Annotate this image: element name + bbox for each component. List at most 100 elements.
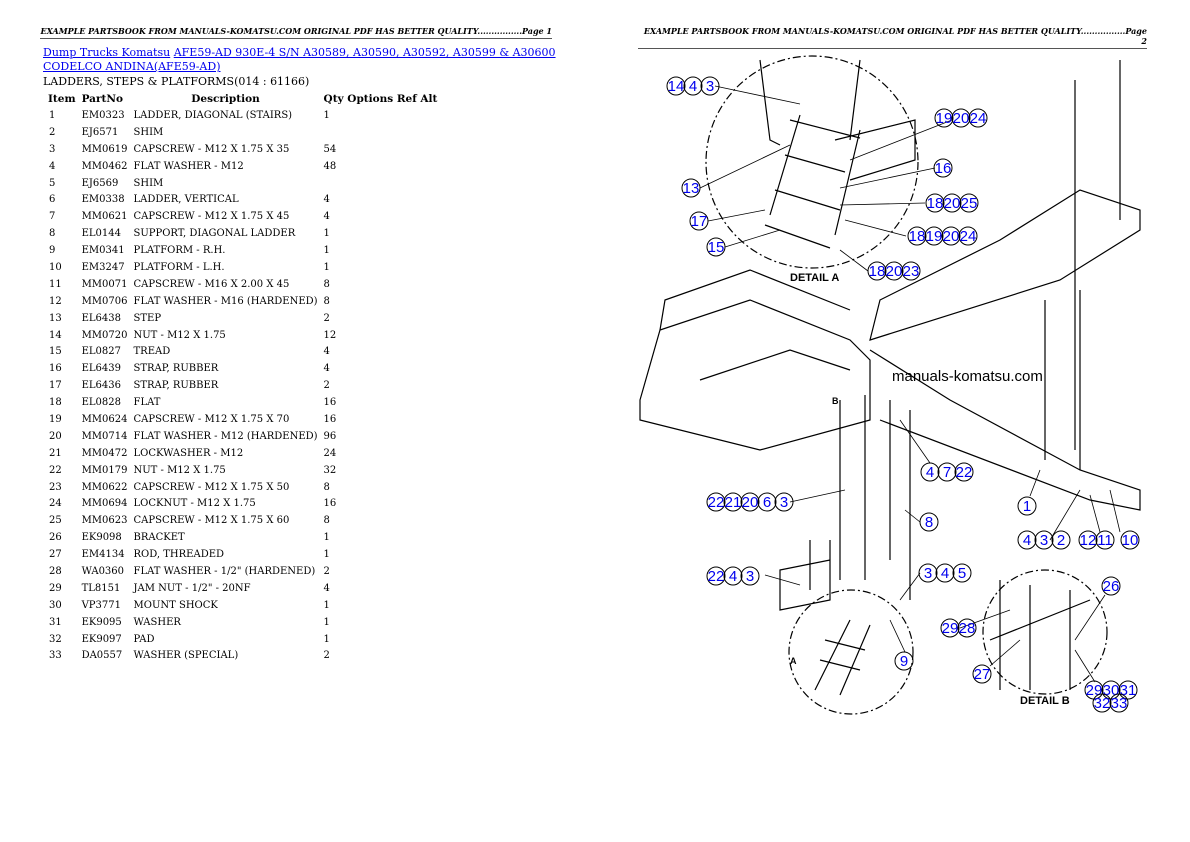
link-dump-trucks[interactable]: Dump Trucks Komatsu — [43, 46, 171, 59]
callout-circle — [706, 566, 726, 586]
callout-circle — [1092, 693, 1112, 713]
callout-circle — [683, 76, 703, 96]
callout-circle — [957, 618, 977, 638]
callout-circle — [968, 108, 988, 128]
cell-qty: 4 — [323, 582, 330, 594]
cell-item: 17 — [49, 380, 62, 392]
callout-group: 8 — [919, 512, 939, 532]
callout-circle — [867, 261, 887, 281]
detail-a-ref-circle — [788, 589, 914, 715]
callout-number: 7 — [943, 464, 951, 481]
cell-item: 29 — [49, 582, 62, 594]
cell-qty: 2 — [323, 565, 330, 577]
callout-circle — [884, 261, 904, 281]
cell-item: 22 — [49, 464, 62, 476]
cell-qty: 2 — [323, 650, 330, 662]
callout-group: 9 — [894, 651, 914, 671]
cell-description: STRAP, RUBBER — [133, 363, 219, 375]
cell-qty: 16 — [323, 413, 337, 425]
col-description: Description — [191, 92, 260, 105]
cell-description: CAPSCREW - M16 X 2.00 X 45 — [133, 278, 290, 290]
cell-description: FLAT WASHER - M12 — [133, 160, 244, 172]
callout-number: 4 — [729, 568, 737, 585]
cell-partno: MM0619 — [81, 143, 128, 155]
cell-description: SHIM — [133, 177, 164, 189]
cell-qty: 1 — [323, 532, 330, 544]
callout-group: 15 — [706, 237, 726, 257]
callout-circle — [1095, 530, 1115, 550]
cell-item: 4 — [49, 160, 56, 172]
col-partno: PartNo — [81, 92, 123, 105]
callout-circle — [920, 462, 940, 482]
callout-circle — [1109, 693, 1129, 713]
cell-item: 31 — [49, 616, 62, 628]
callout-number: 2 — [1057, 532, 1065, 549]
callout-number: 32 — [1094, 695, 1111, 712]
cell-qty: 2 — [323, 312, 330, 324]
callout-number: 3 — [1040, 532, 1048, 549]
callout-number: 13 — [683, 180, 700, 197]
cell-qty: 1 — [323, 245, 330, 257]
callout-number: 33 — [1111, 695, 1128, 712]
detail-a-circle — [705, 55, 919, 269]
callout-number: 3 — [924, 565, 932, 582]
col-qty: Qty Options Ref Alt — [323, 92, 438, 105]
callout-circle — [700, 76, 720, 96]
cell-partno: EL6436 — [81, 380, 121, 392]
link-model[interactable]: AFE59-AD 930E-4 S/N A30589, A30590, A305… — [173, 46, 556, 59]
callout-group: 16 — [933, 158, 953, 178]
view-letter-b: B — [832, 396, 839, 406]
callout-circle — [706, 492, 726, 512]
page-1-header: EXAMPLE PARTSBOOK FROM MANUALS-KOMATSU.C… — [40, 26, 552, 39]
callout-circle — [706, 237, 726, 257]
cell-description: FLAT WASHER - M16 (HARDENED) — [133, 295, 318, 307]
cell-description: PLATFORM - L.H. — [133, 261, 225, 273]
cell-qty: 1 — [323, 616, 330, 628]
cell-qty: 8 — [323, 295, 330, 307]
cell-item: 27 — [49, 549, 62, 561]
callout-number: 20 — [886, 263, 903, 280]
cell-description: FLAT WASHER - 1/2" (HARDENED) — [133, 565, 316, 577]
cell-partno: MM0472 — [81, 447, 128, 459]
callout-circle — [723, 492, 743, 512]
callout-number: 18 — [909, 228, 926, 245]
cell-partno: WA0360 — [81, 565, 125, 577]
cell-qty: 2 — [323, 380, 330, 392]
cell-qty: 48 — [323, 160, 337, 172]
callout-number: 5 — [958, 565, 966, 582]
callout-circle — [959, 193, 979, 213]
cell-qty: 1 — [323, 109, 330, 121]
cell-partno: EL0144 — [81, 228, 121, 240]
callout-circle — [894, 651, 914, 671]
callout-number: 4 — [926, 464, 934, 481]
cell-partno: MM0694 — [81, 498, 128, 510]
callout-circle — [1017, 496, 1037, 516]
callout-number: 20 — [944, 195, 961, 212]
cell-description: CAPSCREW - M12 X 1.75 X 70 — [133, 413, 290, 425]
callout-number: 25 — [961, 195, 978, 212]
callout-number: 10 — [1122, 532, 1139, 549]
callout-circle — [925, 193, 945, 213]
parts-table: Item PartNo Description Qty Options Ref … — [45, 90, 440, 664]
cell-partno: EM0323 — [81, 109, 125, 121]
callout-number: 18 — [927, 195, 944, 212]
callout-number: 15 — [708, 239, 725, 256]
detail-b-label: DETAIL B — [1020, 695, 1070, 707]
cell-partno: EM3247 — [81, 261, 125, 273]
cell-qty: 32 — [323, 464, 337, 476]
link-codelco[interactable]: CODELCO ANDINA(AFE59-AD) — [43, 60, 221, 73]
callout-group: 1 — [1017, 496, 1037, 516]
